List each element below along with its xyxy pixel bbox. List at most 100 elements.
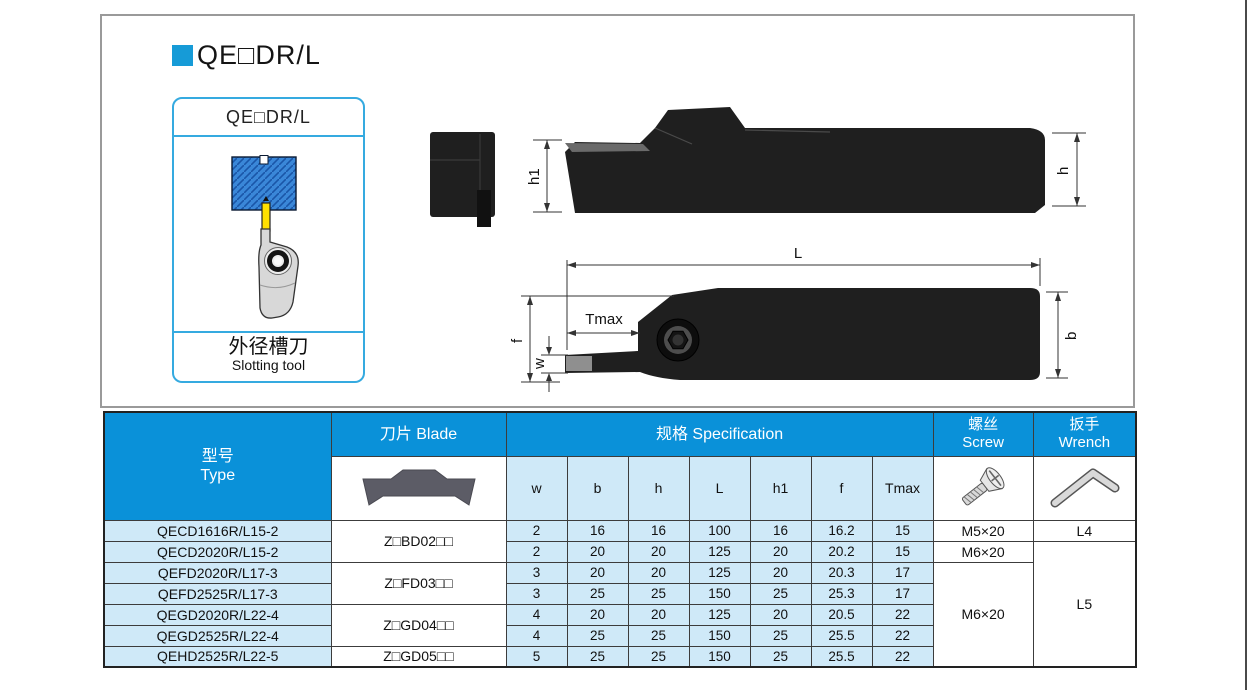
spec-value-cell: 25.3 <box>810 582 873 605</box>
col-header-w: w <box>505 455 568 521</box>
screw-icon <box>962 466 1005 505</box>
blade-cell: Z□GD04□□ <box>330 603 507 647</box>
technical-drawings: h1 h L Tmax <box>430 107 1086 392</box>
col-header-Tmax: Tmax <box>871 455 934 521</box>
spec-value-cell: 22 <box>871 624 934 647</box>
spec-value-cell: 25 <box>749 582 812 605</box>
spec-value-cell: 25 <box>627 582 690 605</box>
spec-value-cell: 5 <box>505 645 568 668</box>
spec-value-cell: 25.5 <box>810 624 873 647</box>
col-header-wrench-en: Wrench <box>1058 434 1111 452</box>
spec-value-cell: 100 <box>688 519 751 542</box>
dim-h1: h1 <box>526 139 562 213</box>
wrench-cell: L5 <box>1032 540 1137 668</box>
front-view-drawing <box>430 132 495 227</box>
col-header-blade: 刀片 Blade <box>330 411 507 457</box>
spec-value-cell: 20 <box>627 540 690 563</box>
spec-value-cell: 20 <box>566 540 629 563</box>
col-header-L: L <box>688 455 751 521</box>
application-diagram <box>174 137 363 331</box>
spec-value-cell: 20 <box>627 561 690 584</box>
clamp-screw-center <box>274 257 282 265</box>
spec-value-cell: 22 <box>871 603 934 626</box>
blade-cell: Z□FD03□□ <box>330 561 507 605</box>
col-header-type-en: Type <box>200 467 236 485</box>
col-header-spec: 规格 Specification <box>505 411 934 457</box>
workpiece-notch <box>259 155 269 165</box>
dim-Tmax: Tmax <box>567 311 640 336</box>
spec-value-cell: 22 <box>871 645 934 668</box>
side-view-insert <box>565 143 650 152</box>
wrench-image-cell <box>1032 455 1137 521</box>
plan-view-shank <box>718 288 1040 380</box>
spec-value-cell: 25 <box>627 624 690 647</box>
panel-caption-zh: 外径槽刀 <box>228 336 309 358</box>
panel-title: QE□DR/L <box>174 99 363 137</box>
spec-value-cell: 20 <box>749 540 812 563</box>
page-edge-line <box>1245 0 1247 690</box>
spec-value-cell: 25 <box>749 645 812 668</box>
spec-value-cell: 150 <box>688 645 751 668</box>
spec-value-cell: 3 <box>505 582 568 605</box>
clamp-screw-plan-center <box>672 334 684 346</box>
wrench-cell: L4 <box>1032 519 1137 542</box>
cut-direction-arrow-icon <box>263 196 269 201</box>
spec-value-cell: 125 <box>688 603 751 626</box>
blade-cell: Z□BD02□□ <box>330 519 507 563</box>
spec-value-cell: 125 <box>688 561 751 584</box>
spec-value-cell: 150 <box>688 624 751 647</box>
spec-value-cell: 2 <box>505 540 568 563</box>
type-cell: QEGD2525R/L22-4 <box>103 624 332 647</box>
spec-value-cell: 20 <box>749 561 812 584</box>
screw-cell: M6×20 <box>932 540 1034 563</box>
blade-cell: Z□GD05□□ <box>330 645 507 668</box>
spec-value-cell: 150 <box>688 582 751 605</box>
plan-view-drawing <box>565 288 1040 380</box>
slotting-diagram <box>231 155 299 319</box>
type-cell: QEFD2020R/L17-3 <box>103 561 332 584</box>
dim-h1-label: h1 <box>526 168 543 185</box>
dim-h-label: h <box>1055 167 1072 175</box>
spec-value-cell: 25 <box>566 645 629 668</box>
type-cell: QECD1616R/L15-2 <box>103 519 332 542</box>
holder-seam <box>259 282 296 289</box>
spec-value-cell: 2 <box>505 519 568 542</box>
front-view-blade-tab <box>477 190 491 227</box>
col-header-screw-zh: 螺丝 <box>968 416 999 434</box>
col-header-wrench: 扳手 Wrench <box>1032 411 1137 457</box>
spec-value-cell: 125 <box>688 540 751 563</box>
col-header-f: f <box>810 455 873 521</box>
spec-value-cell: 4 <box>505 624 568 647</box>
spec-value-cell: 20.2 <box>810 540 873 563</box>
page-title: QE□DR/L <box>197 40 321 70</box>
panel-caption: 外径槽刀 Slotting tool <box>174 331 363 381</box>
spec-value-cell: 16 <box>566 519 629 542</box>
dim-L-label: L <box>794 245 802 262</box>
section-title: QE□DR/L <box>172 40 321 71</box>
spec-value-cell: 20.3 <box>810 561 873 584</box>
plan-view-insert-tip <box>566 356 592 371</box>
screw-cell: M6×20 <box>932 561 1034 668</box>
spec-value-cell: 20 <box>566 561 629 584</box>
dim-b: b <box>1046 291 1080 379</box>
col-header-screw: 螺丝 Screw <box>932 411 1034 457</box>
type-cell: QECD2020R/L15-2 <box>103 540 332 563</box>
type-cell: QEFD2525R/L17-3 <box>103 582 332 605</box>
dim-b-label: b <box>1063 332 1080 340</box>
spec-value-cell: 17 <box>871 582 934 605</box>
spec-value-cell: 25 <box>566 624 629 647</box>
clamp-screw-ring <box>267 250 289 272</box>
spec-value-cell: 20 <box>627 603 690 626</box>
type-cell: QEHD2525R/L22-5 <box>103 645 332 668</box>
spec-value-cell: 25.5 <box>810 645 873 668</box>
blade-insert-icon <box>361 469 476 506</box>
spec-table: 型号 Type 刀片 Blade 规格 Specification 螺丝 Scr… <box>103 411 1138 668</box>
dim-h: h <box>1052 132 1086 207</box>
col-header-h1: h1 <box>749 455 812 521</box>
